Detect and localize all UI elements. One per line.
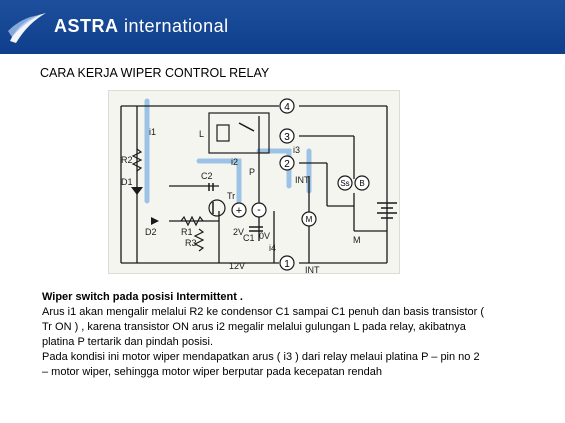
minus-terminal: - [251, 202, 267, 218]
label-i4: i4 [269, 243, 276, 253]
relay-coil [216, 124, 230, 142]
wiper-relay-circuit-diagram: 4 3 2 1 + - M Ss [108, 90, 400, 274]
label-m: M [353, 235, 361, 245]
svg-text:M: M [306, 215, 313, 224]
brand-light: international [124, 16, 229, 36]
label-l: L [199, 129, 204, 139]
switch-b: B [354, 175, 370, 191]
diode-d2 [151, 217, 159, 225]
relay-box [208, 112, 270, 154]
terminal-3: 3 [279, 128, 295, 144]
page-title: CARA KERJA WIPER CONTROL RELAY [40, 66, 270, 80]
label-c2: C2 [201, 171, 213, 181]
label-int: INT [305, 265, 320, 274]
label-d1: D1 [121, 177, 133, 187]
brand-name: ASTRA international [54, 16, 229, 37]
description-line: Arus i1 akan mengalir melalui R2 ke cond… [42, 306, 485, 318]
label-0v: 0V [259, 231, 270, 241]
svg-text:Ss: Ss [340, 179, 349, 188]
header-bar: ASTRA international [0, 0, 565, 54]
svg-text:+: + [236, 205, 242, 217]
label-d2: D2 [145, 227, 157, 237]
resistor-r3 [193, 228, 205, 252]
label-c1: C1 [243, 233, 255, 243]
svg-text:4: 4 [284, 102, 290, 113]
label-2v: 2V [233, 227, 244, 237]
transistor-tr [208, 199, 226, 217]
wiper-motor: M [301, 211, 317, 227]
capacitor-c2 [208, 183, 214, 191]
resistor-r1 [180, 215, 204, 227]
label-i1: i1 [149, 127, 156, 137]
circuit-wiring [120, 105, 388, 264]
svg-text:-: - [257, 204, 261, 216]
label-p: P [249, 167, 255, 177]
svg-text:2: 2 [284, 159, 290, 170]
terminal-2: 2 [279, 155, 295, 171]
label-r1: R1 [181, 227, 193, 237]
capacitor-c1 [249, 226, 263, 232]
svg-text:3: 3 [284, 132, 290, 143]
description-line: – motor wiper, sehingga motor wiper berp… [42, 366, 382, 378]
description-line: Tr ON ) , karena transistor ON arus i2 m… [42, 321, 466, 333]
plus-terminal: + [231, 202, 247, 218]
label-r2: R2 [121, 155, 133, 165]
switch-ss: Ss [337, 175, 353, 191]
description-line: Pada kondisi ini motor wiper mendapatkan… [42, 351, 480, 363]
description-line: platina P tertarik dan pindah posisi. [42, 336, 214, 348]
svg-text:1: 1 [284, 259, 290, 270]
label-r3: R3 [185, 238, 197, 248]
label-i3: i3 [293, 145, 300, 155]
battery-icon [377, 202, 397, 219]
label-i2: i2 [231, 157, 238, 167]
brand-bold: ASTRA [54, 16, 119, 36]
diode-d1 [131, 187, 143, 195]
description-block: Wiper switch pada posisi Intermittent . … [42, 290, 542, 380]
label-12v: 12V [229, 261, 245, 271]
terminal-1: 1 [279, 255, 295, 271]
svg-text:B: B [359, 179, 364, 188]
label-int-vertical: INT [295, 175, 310, 185]
label-tr: Tr [227, 191, 235, 201]
description-heading: Wiper switch pada posisi Intermittent . [42, 291, 243, 303]
terminal-4: 4 [279, 98, 295, 114]
resistor-r2 [131, 148, 143, 172]
astra-logo-icon [8, 13, 46, 43]
relay-contact [238, 122, 255, 132]
